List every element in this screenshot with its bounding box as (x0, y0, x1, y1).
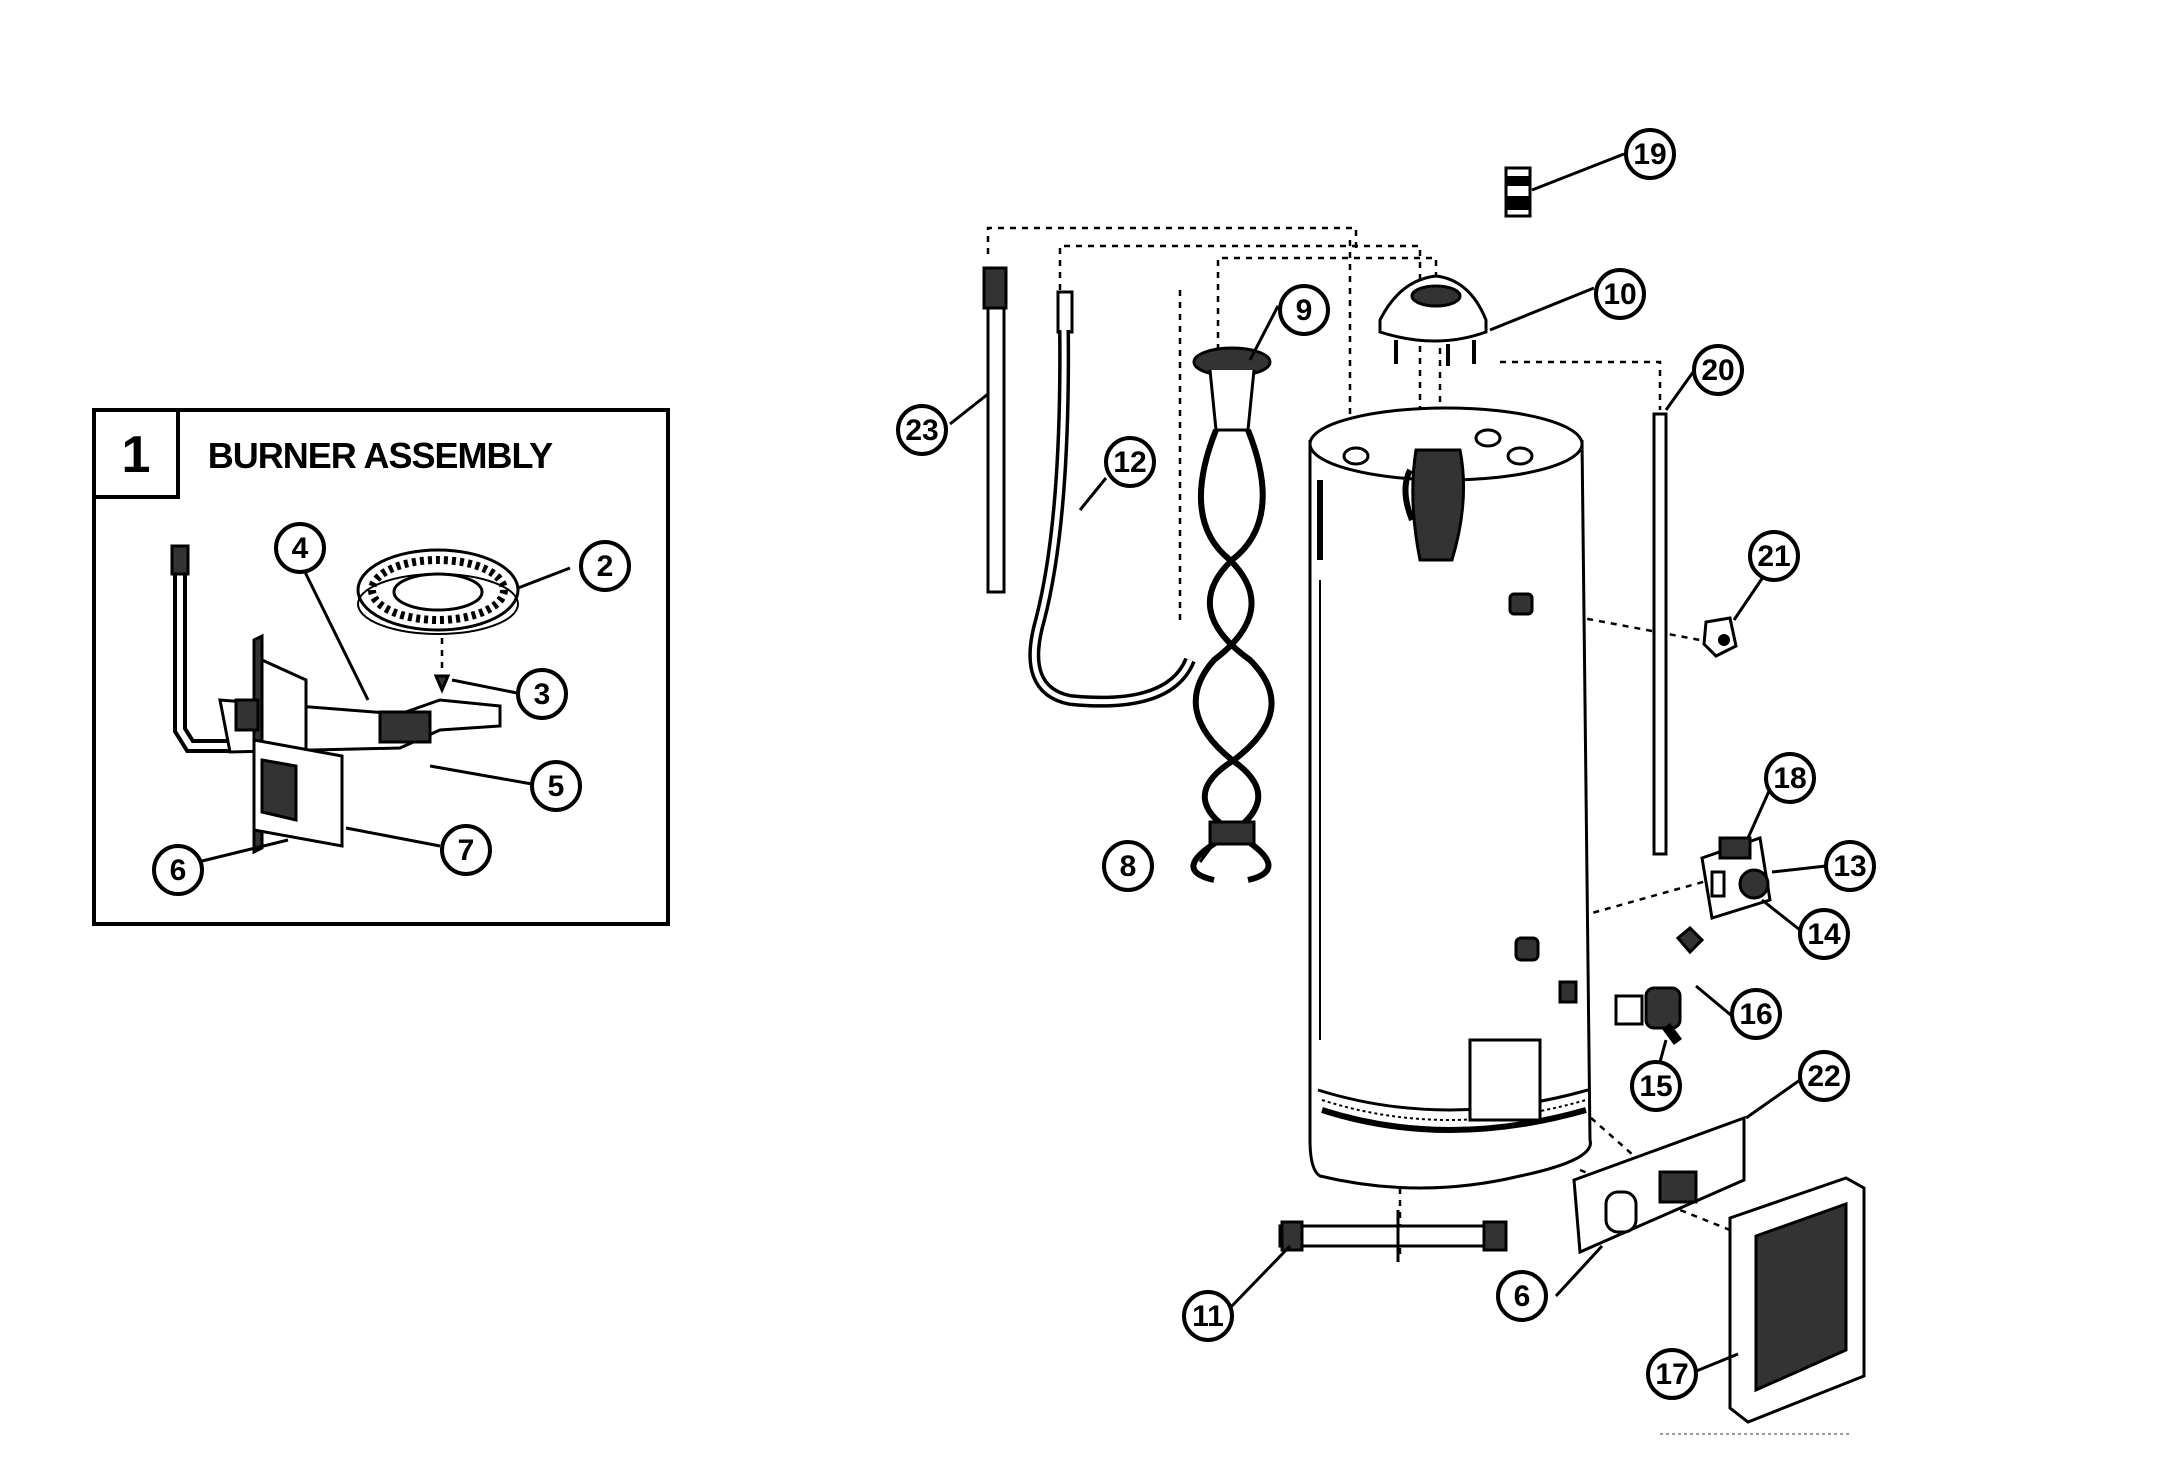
orifice-drawing (433, 674, 451, 694)
callout-circle (1798, 1050, 1850, 1102)
callout-number: 13 (1833, 850, 1866, 883)
callout-number: 7 (458, 834, 475, 867)
inner-door-drawing (1728, 1176, 1866, 1424)
drain-valve-drawing (1614, 986, 1682, 1045)
callout-main-14: 14 (1798, 908, 1850, 960)
callout-circle (530, 760, 582, 812)
callout-number: 11 (1192, 1300, 1224, 1333)
callout-number: 19 (1633, 138, 1666, 171)
callout-number: 3 (534, 678, 551, 711)
callout-circle (152, 844, 204, 896)
flex-connector-drawing (1190, 346, 1275, 883)
callout-number: 18 (1773, 762, 1806, 795)
callout-number: 12 (1113, 446, 1146, 479)
callout-circle (579, 540, 631, 592)
callout-inset-5: 5 (530, 760, 582, 812)
outer-door-drawing (1572, 1115, 1746, 1255)
callout-number: 14 (1807, 918, 1841, 951)
callout-number: 15 (1639, 1070, 1672, 1103)
callout-inset-2: 2 (579, 540, 631, 592)
callout-main-23: 23 (896, 404, 948, 456)
inset-number-box (92, 408, 180, 499)
callout-main-12: 12 (1104, 436, 1156, 488)
callout-circle (440, 824, 492, 876)
callout-main-11: 11 (1182, 1290, 1234, 1342)
relief-valve-drawing (1702, 616, 1738, 658)
burner-ring-drawing (356, 548, 520, 635)
callout-main-17: 17 (1646, 1348, 1698, 1400)
callout-number: 16 (1739, 998, 1772, 1031)
callout-circle (1104, 436, 1156, 488)
heat-shield-drawing (234, 633, 344, 855)
callout-circle (1798, 908, 1850, 960)
callout-main-8: 8 (1102, 840, 1154, 892)
callout-circle (1278, 284, 1330, 336)
callout-number: 8 (1120, 850, 1137, 883)
gas-control-drawing (1700, 836, 1772, 920)
callout-circle (1646, 1348, 1698, 1400)
callout-number: 5 (548, 770, 565, 803)
callout-circle (1182, 1290, 1234, 1342)
inset-number: 1 (122, 426, 151, 484)
callout-inset-3: 3 (516, 668, 568, 720)
anode-rods-drawing (982, 266, 1196, 708)
callout-number: 4 (292, 532, 309, 565)
callout-number: 6 (170, 854, 187, 887)
callout-main-6: 6 (1496, 1270, 1548, 1322)
callout-main-16: 16 (1730, 988, 1782, 1040)
callout-main-22: 22 (1798, 1050, 1850, 1102)
callout-main-9: 9 (1278, 284, 1330, 336)
callout-inset-4: 4 (274, 522, 326, 574)
callout-main-15: 15 (1630, 1060, 1682, 1112)
callout-circle (1624, 128, 1676, 180)
callout-main-18: 18 (1764, 752, 1816, 804)
callout-circle (1496, 1270, 1548, 1322)
anode-rod-drawing (1652, 412, 1668, 856)
callout-circle (1692, 344, 1744, 396)
bracket-drawing (1278, 1210, 1508, 1262)
callout-main-20: 20 (1692, 344, 1744, 396)
callout-circle (1102, 840, 1154, 892)
callout-inset-7: 7 (440, 824, 492, 876)
callout-main-19: 19 (1624, 128, 1676, 180)
callout-inset-6: 6 (152, 844, 204, 896)
callout-circle (1730, 988, 1782, 1040)
callout-main-21: 21 (1748, 530, 1800, 582)
callout-number: 23 (905, 414, 938, 447)
callout-circle (896, 404, 948, 456)
inset-title: BURNER ASSEMBLY (208, 435, 553, 476)
callout-number: 17 (1655, 1358, 1688, 1391)
callout-circle (516, 668, 568, 720)
callout-circle (1748, 530, 1800, 582)
callout-circle (274, 522, 326, 574)
callout-number: 2 (597, 550, 614, 583)
callout-main-10: 10 (1594, 268, 1646, 320)
inset-frame (92, 408, 670, 926)
callout-circle (1824, 840, 1876, 892)
burner-assembly-inset: 1 BURNER ASSEMBLY (92, 408, 670, 926)
callout-number: 22 (1807, 1060, 1840, 1093)
nipple-drawing (1504, 166, 1532, 218)
callout-number: 21 (1757, 540, 1790, 573)
callout-number: 10 (1603, 278, 1636, 311)
callout-number: 6 (1514, 1280, 1531, 1313)
callout-circle (1630, 1060, 1682, 1112)
callout-number: 9 (1296, 294, 1313, 327)
tank-drawing (1308, 406, 1592, 1190)
callout-circle (1594, 268, 1646, 320)
callout-number: 20 (1701, 354, 1734, 387)
flue-cap-drawing (1378, 274, 1488, 366)
callout-circle (1764, 752, 1816, 804)
pilot-drawing (1675, 925, 1705, 955)
callout-main-13: 13 (1824, 840, 1876, 892)
